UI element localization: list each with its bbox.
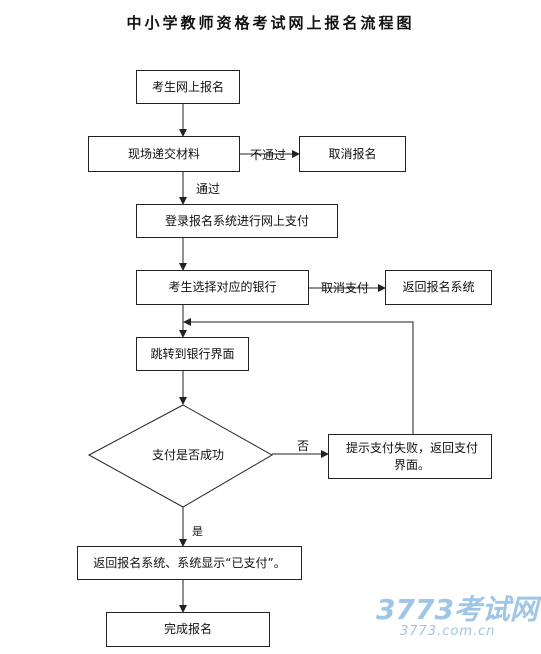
node-jump-bank: 跳转到银行界面 [136,337,249,371]
edge-label-yes: 是 [192,525,203,538]
edge-label-cancel-pay: 取消支付 [321,281,370,295]
node-register-online: 考生网上报名 [136,70,240,104]
node-show-paid: 返回报名系统、系统显示“已支付”。 [77,546,302,580]
arrow-fail-loop-back [183,318,414,434]
edge-label-not-pass: 不通过 [250,148,287,162]
watermark-brand-logo: 3773考试网 [376,593,538,626]
node-onsite-submit: 现场递交材料 [88,136,240,172]
decision-diamond [87,404,274,508]
edge-label-pass: 通过 [196,182,221,196]
watermark-url: 3773.com.cn [400,624,496,639]
node-login-pay: 登录报名系统进行网上支付 [136,204,338,238]
edge-label-no: 否 [297,439,310,453]
node-return-system: 返回报名系统 [385,270,492,305]
node-done: 完成报名 [106,612,270,647]
diagram-title: 中小学教师资格考试网上报名流程图 [126,14,415,32]
node-choose-bank: 考生选择对应的银行 [136,270,309,305]
node-pay-fail: 提示支付失败，返回支付界面。 [328,434,492,479]
node-pay-decision-label: 支付是否成功 [152,448,225,462]
node-cancel-registration: 取消报名 [299,136,406,172]
